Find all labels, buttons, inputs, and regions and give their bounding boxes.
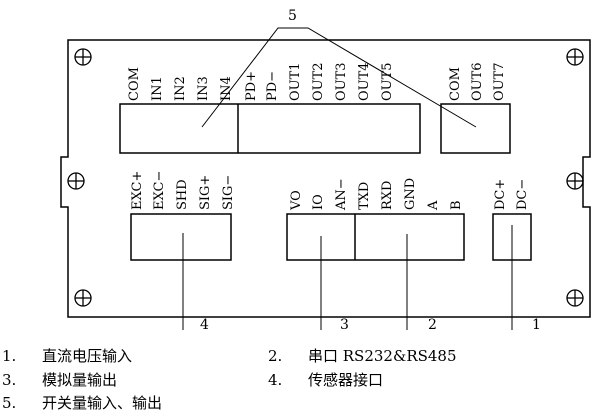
screw-icon bbox=[74, 48, 92, 66]
mounting-screws bbox=[67, 48, 584, 307]
output-terminal-block bbox=[440, 103, 511, 154]
pin-label: OUT3 bbox=[334, 62, 349, 101]
callout-3: 3 bbox=[340, 317, 349, 330]
legend-item: 4. 传感器接口 bbox=[268, 373, 383, 388]
pin-label: EXC− bbox=[152, 171, 167, 210]
pin-label: RXD bbox=[380, 181, 395, 210]
pin-label: AN− bbox=[334, 178, 349, 211]
callout-4: 4 bbox=[200, 317, 209, 330]
serial-terminal-block bbox=[286, 213, 465, 261]
pin-label: DC− bbox=[515, 179, 530, 210]
legend-item: 5. 开关量输入、输出 bbox=[2, 396, 162, 411]
legend-item: 2. 串口 RS232&RS485 bbox=[268, 349, 457, 364]
pin-label: OUT1 bbox=[288, 62, 303, 101]
pin-label: IN3 bbox=[196, 76, 211, 101]
pin-label: OUT5 bbox=[380, 62, 395, 101]
pin-label: OUT4 bbox=[357, 62, 372, 101]
leader-4 bbox=[182, 233, 184, 330]
screw-icon bbox=[566, 48, 584, 66]
legend-number: 4. bbox=[268, 371, 283, 389]
pin-label: SIG+ bbox=[198, 175, 213, 210]
pin-label: B bbox=[449, 200, 464, 210]
pin-label: PD− bbox=[265, 71, 280, 101]
pin-label: EXC+ bbox=[130, 171, 145, 210]
legend-text: 模拟量输出 bbox=[42, 371, 118, 389]
callout-2: 2 bbox=[428, 317, 437, 330]
pin-label: IN4 bbox=[219, 76, 234, 101]
pin-label: OUT7 bbox=[492, 62, 507, 101]
legend-item: 1. 直流电压输入 bbox=[2, 349, 132, 364]
pin-label: PD+ bbox=[244, 71, 259, 101]
legend-number: 5. bbox=[2, 394, 17, 412]
pin-label: OUT2 bbox=[311, 62, 326, 101]
panel-outline bbox=[60, 39, 591, 318]
legend-text: 直流电压输入 bbox=[42, 347, 133, 365]
pin-label: IN2 bbox=[173, 76, 188, 101]
leader-1 bbox=[511, 225, 513, 330]
pin-label: COM bbox=[448, 67, 463, 101]
legend-number: 3. bbox=[2, 371, 17, 389]
pin-label: SIG− bbox=[221, 175, 236, 210]
input-terminal-block bbox=[119, 103, 421, 154]
callout-5: 5 bbox=[288, 8, 297, 24]
leader-2 bbox=[406, 234, 408, 330]
legend-text: 串口 RS232&RS485 bbox=[308, 347, 457, 365]
legend-number: 2. bbox=[268, 347, 283, 365]
legend-number: 1. bbox=[2, 347, 17, 365]
pin-label: DC+ bbox=[493, 179, 508, 210]
screw-icon bbox=[74, 289, 92, 307]
screw-icon bbox=[566, 289, 584, 307]
screw-icon bbox=[67, 172, 85, 190]
leader-5 bbox=[201, 27, 477, 128]
terminal-panel-diagram: 5 4 3 2 1 COM IN1 IN2 IN3 IN4 PD+ PD− OU… bbox=[60, 8, 591, 330]
legend-text: 开关量输入、输出 bbox=[42, 394, 163, 412]
leader-3 bbox=[320, 236, 322, 330]
pin-label: IO bbox=[311, 194, 326, 210]
legend-text: 传感器接口 bbox=[308, 371, 384, 389]
pin-label: A bbox=[426, 200, 441, 211]
pin-label: COM bbox=[127, 67, 142, 101]
legend-item: 3. 模拟量输出 bbox=[2, 373, 117, 388]
pin-label: OUT6 bbox=[470, 62, 485, 101]
sensor-terminal-block bbox=[130, 213, 232, 261]
pin-label: GND bbox=[403, 178, 418, 210]
screw-icon bbox=[566, 172, 584, 190]
callout-1: 1 bbox=[532, 317, 541, 330]
pin-label: IN1 bbox=[150, 76, 165, 101]
pin-label: TXD bbox=[357, 182, 372, 210]
pin-label: SHD bbox=[175, 179, 190, 210]
pin-label: VO bbox=[289, 190, 304, 211]
